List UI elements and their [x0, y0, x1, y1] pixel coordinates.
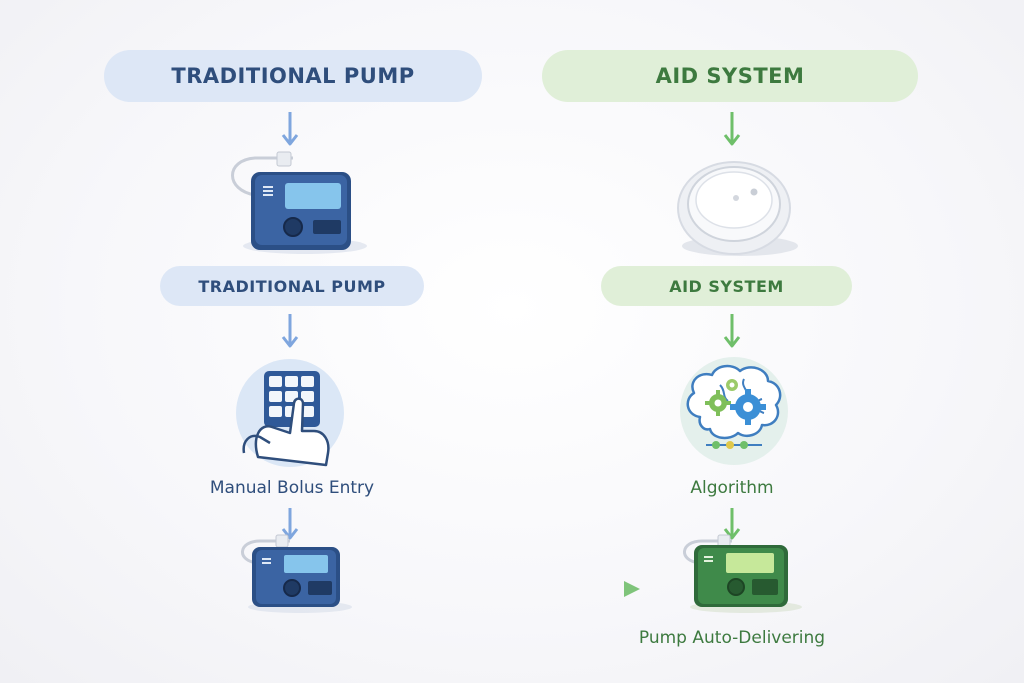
left-step-label: Manual Bolus Entry [209, 478, 375, 498]
right-down-arrow-2 [723, 314, 741, 348]
left-down-arrow-3 [281, 508, 299, 540]
right-result-label: Pump Auto-Delivering [638, 628, 826, 648]
comparison-arrow [358, 581, 640, 597]
keypad-hand-icon [236, 359, 344, 467]
left-down-arrow-2 [281, 314, 299, 348]
right-device-label-pill: AID SYSTEM [601, 266, 852, 306]
left-pump-label-pill: TRADITIONAL PUMP [160, 266, 424, 306]
right-down-arrow-1 [723, 112, 741, 146]
left-header-text: TRADITIONAL PUMP [171, 64, 415, 88]
left-pump-label-text: TRADITIONAL PUMP [198, 276, 386, 296]
right-header-pill: AID SYSTEM [542, 50, 918, 102]
right-step-label: Algorithm [690, 478, 774, 498]
right-device-label-text: AID SYSTEM [669, 276, 784, 296]
left-header-pill: TRADITIONAL PUMP [104, 50, 482, 102]
right-down-arrow-3 [723, 508, 741, 540]
insulin-pump-green-icon [683, 534, 802, 613]
left-down-arrow-1 [281, 112, 299, 146]
cgm-sensor-icon [677, 161, 798, 256]
insulin-pump-icon [231, 151, 367, 254]
right-header-text: AID SYSTEM [655, 64, 805, 88]
brain-gears-icon [680, 357, 788, 465]
insulin-pump-icon [241, 534, 352, 613]
